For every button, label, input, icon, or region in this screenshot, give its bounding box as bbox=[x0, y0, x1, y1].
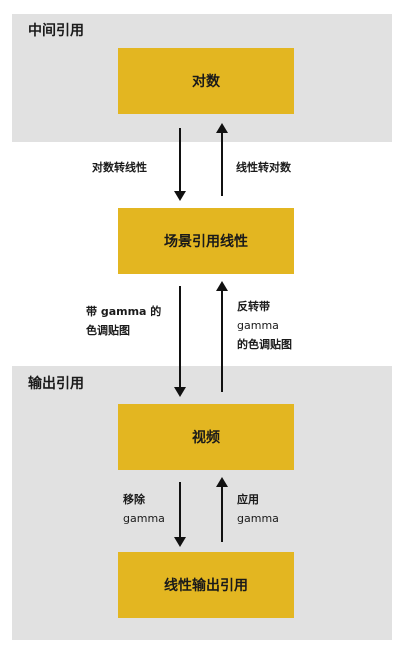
label-remove-gamma: 移除 gamma bbox=[123, 490, 165, 528]
label-remove-gamma-line1: 移除 bbox=[123, 493, 145, 506]
linear-output-reference-box: 线性输出引用 bbox=[118, 552, 294, 618]
label-log-to-linear: 对数转线性 bbox=[92, 161, 147, 174]
label-tonemap-with-gamma: 带 gamma 的 色调贴图 bbox=[86, 302, 161, 340]
label-inverse-tonemap-line3: 的色调贴图 bbox=[237, 338, 292, 351]
output-reference-title: 输出引用 bbox=[28, 376, 84, 392]
label-remove-gamma-line2: gamma bbox=[123, 512, 165, 525]
scene-referred-linear-box: 场景引用线性 bbox=[118, 208, 294, 274]
label-apply-gamma: 应用 gamma bbox=[237, 490, 279, 528]
label-linear-to-log: 线性转对数 bbox=[236, 161, 291, 174]
label-inverse-tonemap-line1: 反转带 bbox=[237, 300, 270, 313]
intermediate-reference-title: 中间引用 bbox=[28, 23, 84, 39]
log-box: 对数 bbox=[118, 48, 294, 114]
video-box: 视频 bbox=[118, 404, 294, 470]
label-inverse-tonemap: 反转带 gamma 的色调贴图 bbox=[237, 297, 292, 354]
label-tonemap-with-gamma-line2: 色调贴图 bbox=[86, 324, 130, 337]
label-inverse-tonemap-line2: gamma bbox=[237, 319, 279, 332]
label-tonemap-with-gamma-line1: 带 gamma 的 bbox=[86, 305, 162, 318]
label-apply-gamma-line2: gamma bbox=[237, 512, 279, 525]
label-apply-gamma-line1: 应用 bbox=[237, 493, 259, 506]
